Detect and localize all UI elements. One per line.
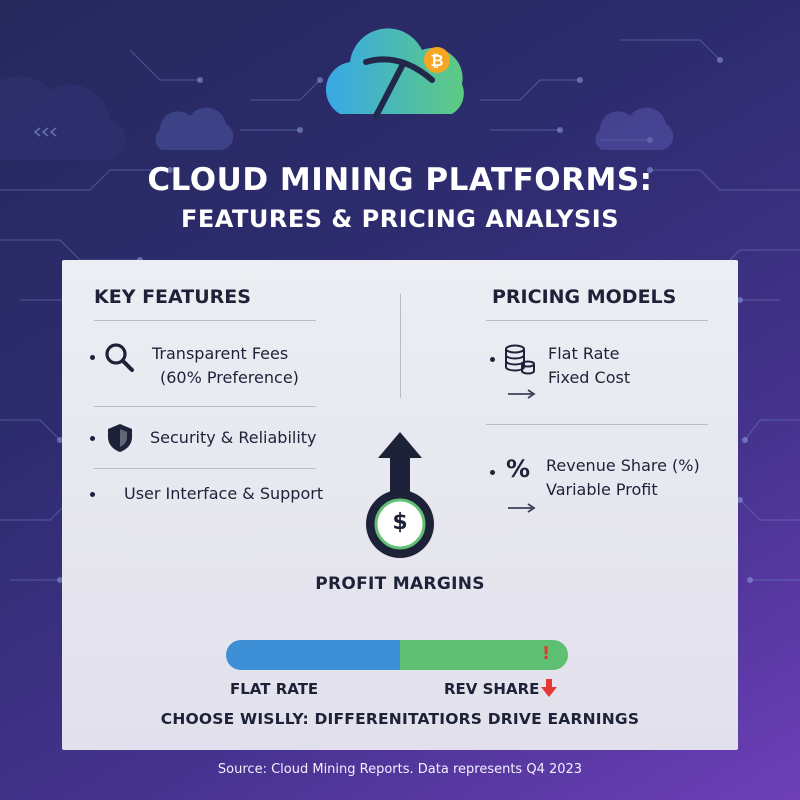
key-features-heading: KEY FEATURES [94,286,251,308]
pricing-models-heading: PRICING MODELS [492,286,677,308]
arrow-right-icon [508,503,536,513]
divider [486,320,708,321]
pricing-item-detail: Fixed Cost [548,368,631,387]
magnifier-icon [105,343,134,372]
profit-up-arrow-icon [366,432,434,558]
bullet [490,470,495,475]
arrow-down-icon [541,679,557,697]
flat-rate-segment [226,640,400,670]
percent-icon: % [506,455,531,483]
feature-item-label: Transparent Fees [152,344,289,363]
rev-share-segment [400,640,568,670]
feature-item-label: Security & Reliability [150,428,317,447]
pricing-item-detail: Variable Profit [546,480,658,499]
feature-item-detail: (60% Preference) [160,368,299,387]
bullet [490,357,495,362]
arrow-right-icon [508,389,536,399]
alert-icon: ! [542,643,551,664]
tagline: CHOOSE WISLLY: DIFFERENITATIORS DRIVE EA… [160,710,640,728]
cloud-pickaxe-bitcoin-icon: ₿ [325,28,464,119]
page-subtitle: FEATURES & PRICING ANALYSIS [180,205,619,233]
divider [486,424,708,425]
flat-rate-label: FLAT RATE [230,680,319,698]
profit-margins-label: PROFIT MARGINS [315,574,485,594]
divider [94,406,316,407]
divider [94,320,316,321]
pricing-item-label: Flat Rate [548,344,620,363]
bitcoin-symbol: ₿ [430,51,443,70]
pricing-item-label: Revenue Share (%) [546,456,700,475]
bullet [90,355,95,360]
feature-item-label: User Interface & Support [124,484,324,503]
bullet [90,436,95,441]
page-title: CLOUD MINING PLATFORMS: [147,162,653,198]
bullet [90,492,95,497]
shield-icon [108,424,132,452]
rev-share-label: REV SHARE [444,680,540,698]
comparison-bar [226,640,568,670]
dollar-symbol: $ [392,510,408,535]
coins-icon [505,344,535,375]
source-note: Source: Cloud Mining Reports. Data repre… [217,762,583,777]
divider [94,468,316,469]
column-divider [400,294,401,398]
analysis-panel: KEY FEATURES Transparent Fees (60% Prefe… [62,260,738,750]
